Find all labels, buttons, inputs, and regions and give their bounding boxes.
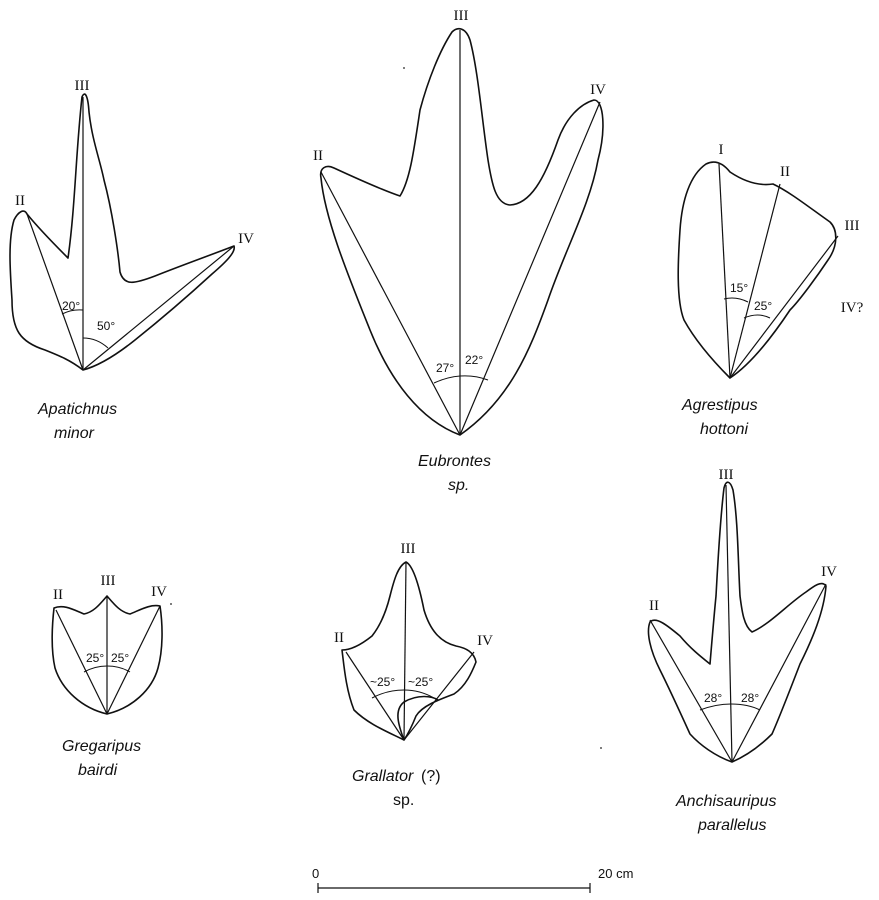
footprint-outline: [341, 561, 477, 741]
digit-label-III: III: [719, 467, 734, 483]
digit-label-IV: IV: [821, 564, 837, 580]
species-epithet-label: parallelus: [697, 817, 766, 834]
footprint-grallator: III II IV ~25° ~25° Grallator (?) sp.: [334, 541, 493, 809]
angle-label-II-III: 27°: [436, 361, 454, 375]
angle-label-II-III: 28°: [704, 691, 722, 705]
footprint-agrestipus: I II III IV? 15° 25° Agrestipus hottoni: [677, 142, 864, 438]
angle-label-II-III: 25°: [754, 299, 772, 313]
digit-label-IV: IV: [477, 633, 493, 649]
angle-label-III-IV: 22°: [465, 353, 483, 367]
footprint-gregaripus: III II IV 25° 25° Gregaripus bairdi: [51, 573, 167, 779]
angle-label-II-III: ~25°: [370, 675, 395, 689]
angle-label-I-II: 15°: [730, 281, 748, 295]
species-query-label: (?): [421, 768, 441, 785]
species-epithet-label: sp.: [448, 477, 469, 494]
scale-bar: 0 20 cm: [312, 866, 633, 893]
footprint-outline: [9, 93, 236, 371]
digit-label-II: II: [53, 587, 63, 603]
digit-label-III: III: [75, 78, 90, 94]
digit-label-III: III: [401, 541, 416, 557]
angle-label-II-III: 20°: [62, 299, 80, 313]
digit-label-II: II: [15, 193, 25, 209]
species-genus-label: Eubrontes: [418, 453, 491, 470]
footprint-anchisauripus: III II IV 28° 28° Anchisauripus parallel…: [647, 467, 837, 834]
species-epithet-label: sp.: [393, 792, 414, 809]
digit-label-I: I: [719, 142, 724, 158]
digit-label-III: III: [845, 218, 860, 234]
species-genus-label: Agrestipus: [681, 397, 758, 414]
scale-start-label: 0: [312, 866, 319, 881]
digit-label-IV: IV: [590, 82, 606, 98]
species-epithet-label: bairdi: [78, 762, 118, 779]
species-genus-label: Apatichnus: [37, 401, 117, 418]
digit-label-IV: IV: [151, 584, 167, 600]
digit-label-III: III: [454, 8, 469, 24]
footprint-outline: [647, 481, 827, 763]
species-epithet-label: minor: [54, 425, 95, 442]
digit-label-II: II: [780, 164, 790, 180]
species-epithet-label: hottoni: [700, 421, 748, 438]
angle-label-III-IV: 25°: [111, 651, 129, 665]
angle-label-II-III: 25°: [86, 651, 104, 665]
digit-label-II: II: [334, 630, 344, 646]
digit-label-IV: IV: [238, 231, 254, 247]
angle-label-III-IV: ~25°: [408, 675, 433, 689]
footprint-outline: [677, 161, 837, 379]
footprint-apatichnus: III II IV 20° 50° Apatichnus minor: [9, 78, 254, 442]
species-genus-label: Anchisauripus: [675, 793, 777, 810]
footprint-eubrontes: III II IV 27° 22° Eubrontes sp.: [313, 8, 606, 494]
digit-label-III: III: [101, 573, 116, 589]
digit-label-II: II: [649, 598, 659, 614]
species-genus-label: Grallator: [352, 768, 414, 785]
angle-label-III-IV: 28°: [741, 691, 759, 705]
scale-end-label: 20 cm: [598, 866, 633, 881]
digit-label-IV: IV?: [841, 300, 864, 316]
species-genus-label: Gregaripus: [62, 738, 141, 755]
footprint-outline: [319, 27, 604, 436]
angle-label-III-IV: 50°: [97, 319, 115, 333]
digit-label-II: II: [313, 148, 323, 164]
